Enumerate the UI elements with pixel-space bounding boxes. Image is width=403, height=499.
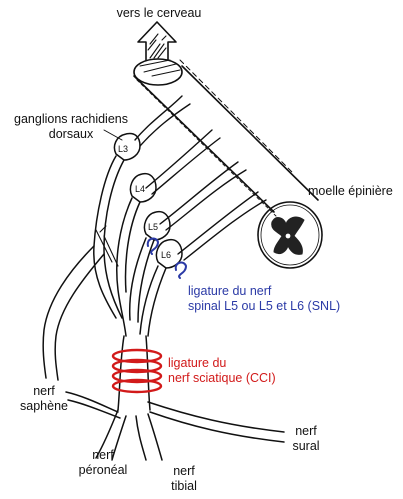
ganglion-label-l4: L4: [135, 184, 145, 194]
ganglion-label-l3: L3: [118, 144, 128, 154]
label-snl-line2: spinal L5 ou L5 et L6 (SNL): [188, 299, 340, 314]
label-tibial-line2: tibial: [156, 479, 212, 494]
label-spinal-cord: moelle épinière: [308, 184, 393, 199]
label-sural-line2: sural: [284, 439, 328, 454]
label-ganglia: ganglions rachidiens dorsaux: [6, 112, 136, 142]
label-saphenous: nerf saphène: [14, 384, 74, 414]
label-ganglia-line2: dorsaux: [6, 127, 136, 142]
label-snl-line1: ligature du nerf: [188, 284, 340, 299]
ganglion-label-l6: L6: [161, 250, 171, 260]
ganglion-label-l5: L5: [148, 222, 158, 232]
label-saphenous-line1: nerf: [14, 384, 74, 399]
label-sural-line1: nerf: [284, 424, 328, 439]
nerve-roots: [135, 96, 266, 260]
label-peroneal: nerf péronéal: [68, 448, 138, 478]
label-peroneal-line1: nerf: [68, 448, 138, 463]
label-tibial: nerf tibial: [156, 464, 212, 494]
label-cci: ligature du nerf sciatique (CCI): [168, 356, 276, 386]
label-cci-line2: nerf sciatique (CCI): [168, 371, 276, 386]
label-sural: nerf sural: [284, 424, 328, 454]
label-ganglia-line1: ganglions rachidiens: [6, 112, 136, 127]
label-cci-line1: ligature du: [168, 356, 276, 371]
arrow-to-brain-icon: [138, 22, 176, 60]
label-saphenous-line2: saphène: [14, 399, 74, 414]
label-peroneal-line2: péronéal: [68, 463, 138, 478]
label-snl: ligature du nerf spinal L5 ou L5 et L6 (…: [188, 284, 340, 314]
label-brain: vers le cerveau: [104, 6, 214, 21]
label-tibial-line1: nerf: [156, 464, 212, 479]
